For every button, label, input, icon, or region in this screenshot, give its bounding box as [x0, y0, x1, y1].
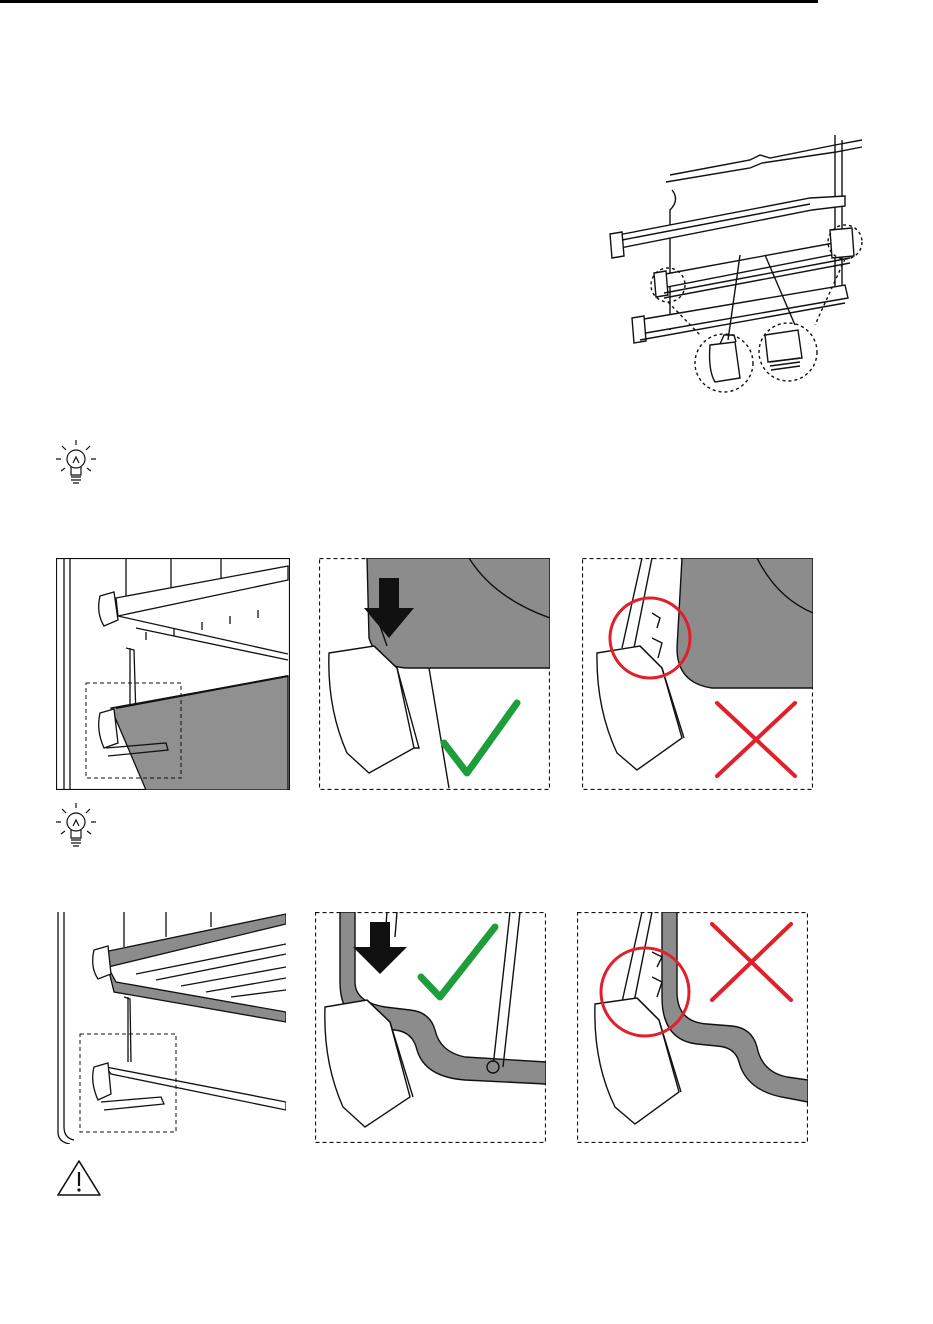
lightbulb-icon — [52, 437, 102, 489]
oven-shelf-with-tray — [56, 558, 290, 790]
warning-triangle-icon — [55, 1158, 103, 1198]
lightbulb-icon — [52, 800, 102, 852]
telescopic-runners-illustration — [600, 130, 870, 395]
tray-correctly-placed-check — [319, 558, 550, 790]
oven-shelf-with-grill — [56, 912, 286, 1144]
tray-incorrectly-placed-cross — [582, 558, 813, 790]
header-rule — [0, 0, 818, 3]
grill-incorrectly-placed-cross — [577, 912, 808, 1143]
grill-correctly-placed-check — [315, 912, 546, 1143]
